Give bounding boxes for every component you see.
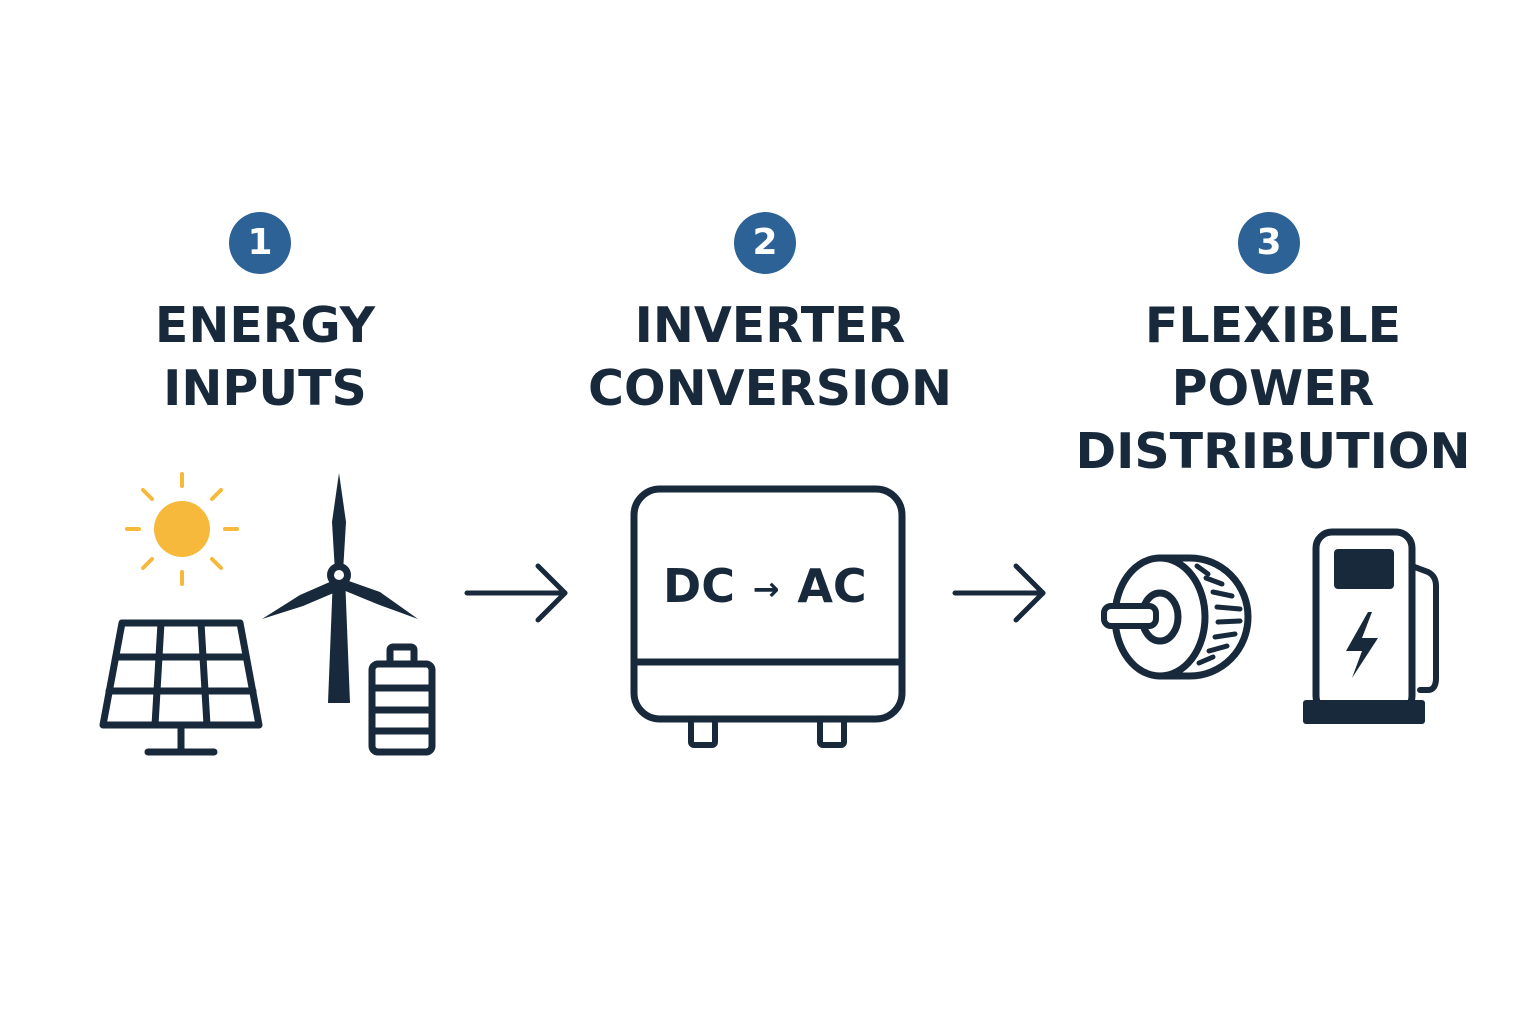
electric-motor-icon (1101, 554, 1252, 680)
inverter-arrow-glyph: → (753, 570, 780, 608)
wind-turbine-icon (262, 473, 418, 703)
sun-icon (125, 472, 239, 586)
step-1-title-line-2: INPUTS (163, 360, 367, 417)
battery-icon (368, 643, 436, 756)
arrow-right-icon (464, 563, 568, 623)
solar-panel-icon (99, 619, 263, 756)
inverter-ac-label: AC (797, 559, 866, 613)
step-2-badge: 2 (734, 212, 796, 274)
step-3-title-line-2: POWER (1171, 360, 1375, 417)
step-2-title-line-1: INVERTER (634, 297, 906, 354)
step-1-badge: 1 (229, 212, 291, 274)
inverter-dc-label: DC (663, 559, 735, 613)
step-3-title: FLEXIBLE POWER DISTRIBUTION (1060, 294, 1486, 483)
step-1-title: ENERGY INPUTS (110, 294, 420, 420)
step-3-title-line-1: FLEXIBLE (1144, 297, 1402, 354)
step-3-badge: 3 (1238, 212, 1300, 274)
step-2-title-line-2: CONVERSION (588, 360, 952, 417)
step-2-title: INVERTER CONVERSION (570, 294, 970, 420)
ev-charger-icon (1303, 528, 1439, 724)
step-1-title-line-1: ENERGY (154, 297, 376, 354)
inverter-icon: DC → AC (630, 485, 906, 748)
step-3-title-line-3: DISTRIBUTION (1075, 423, 1471, 480)
arrow-right-icon (952, 563, 1046, 623)
